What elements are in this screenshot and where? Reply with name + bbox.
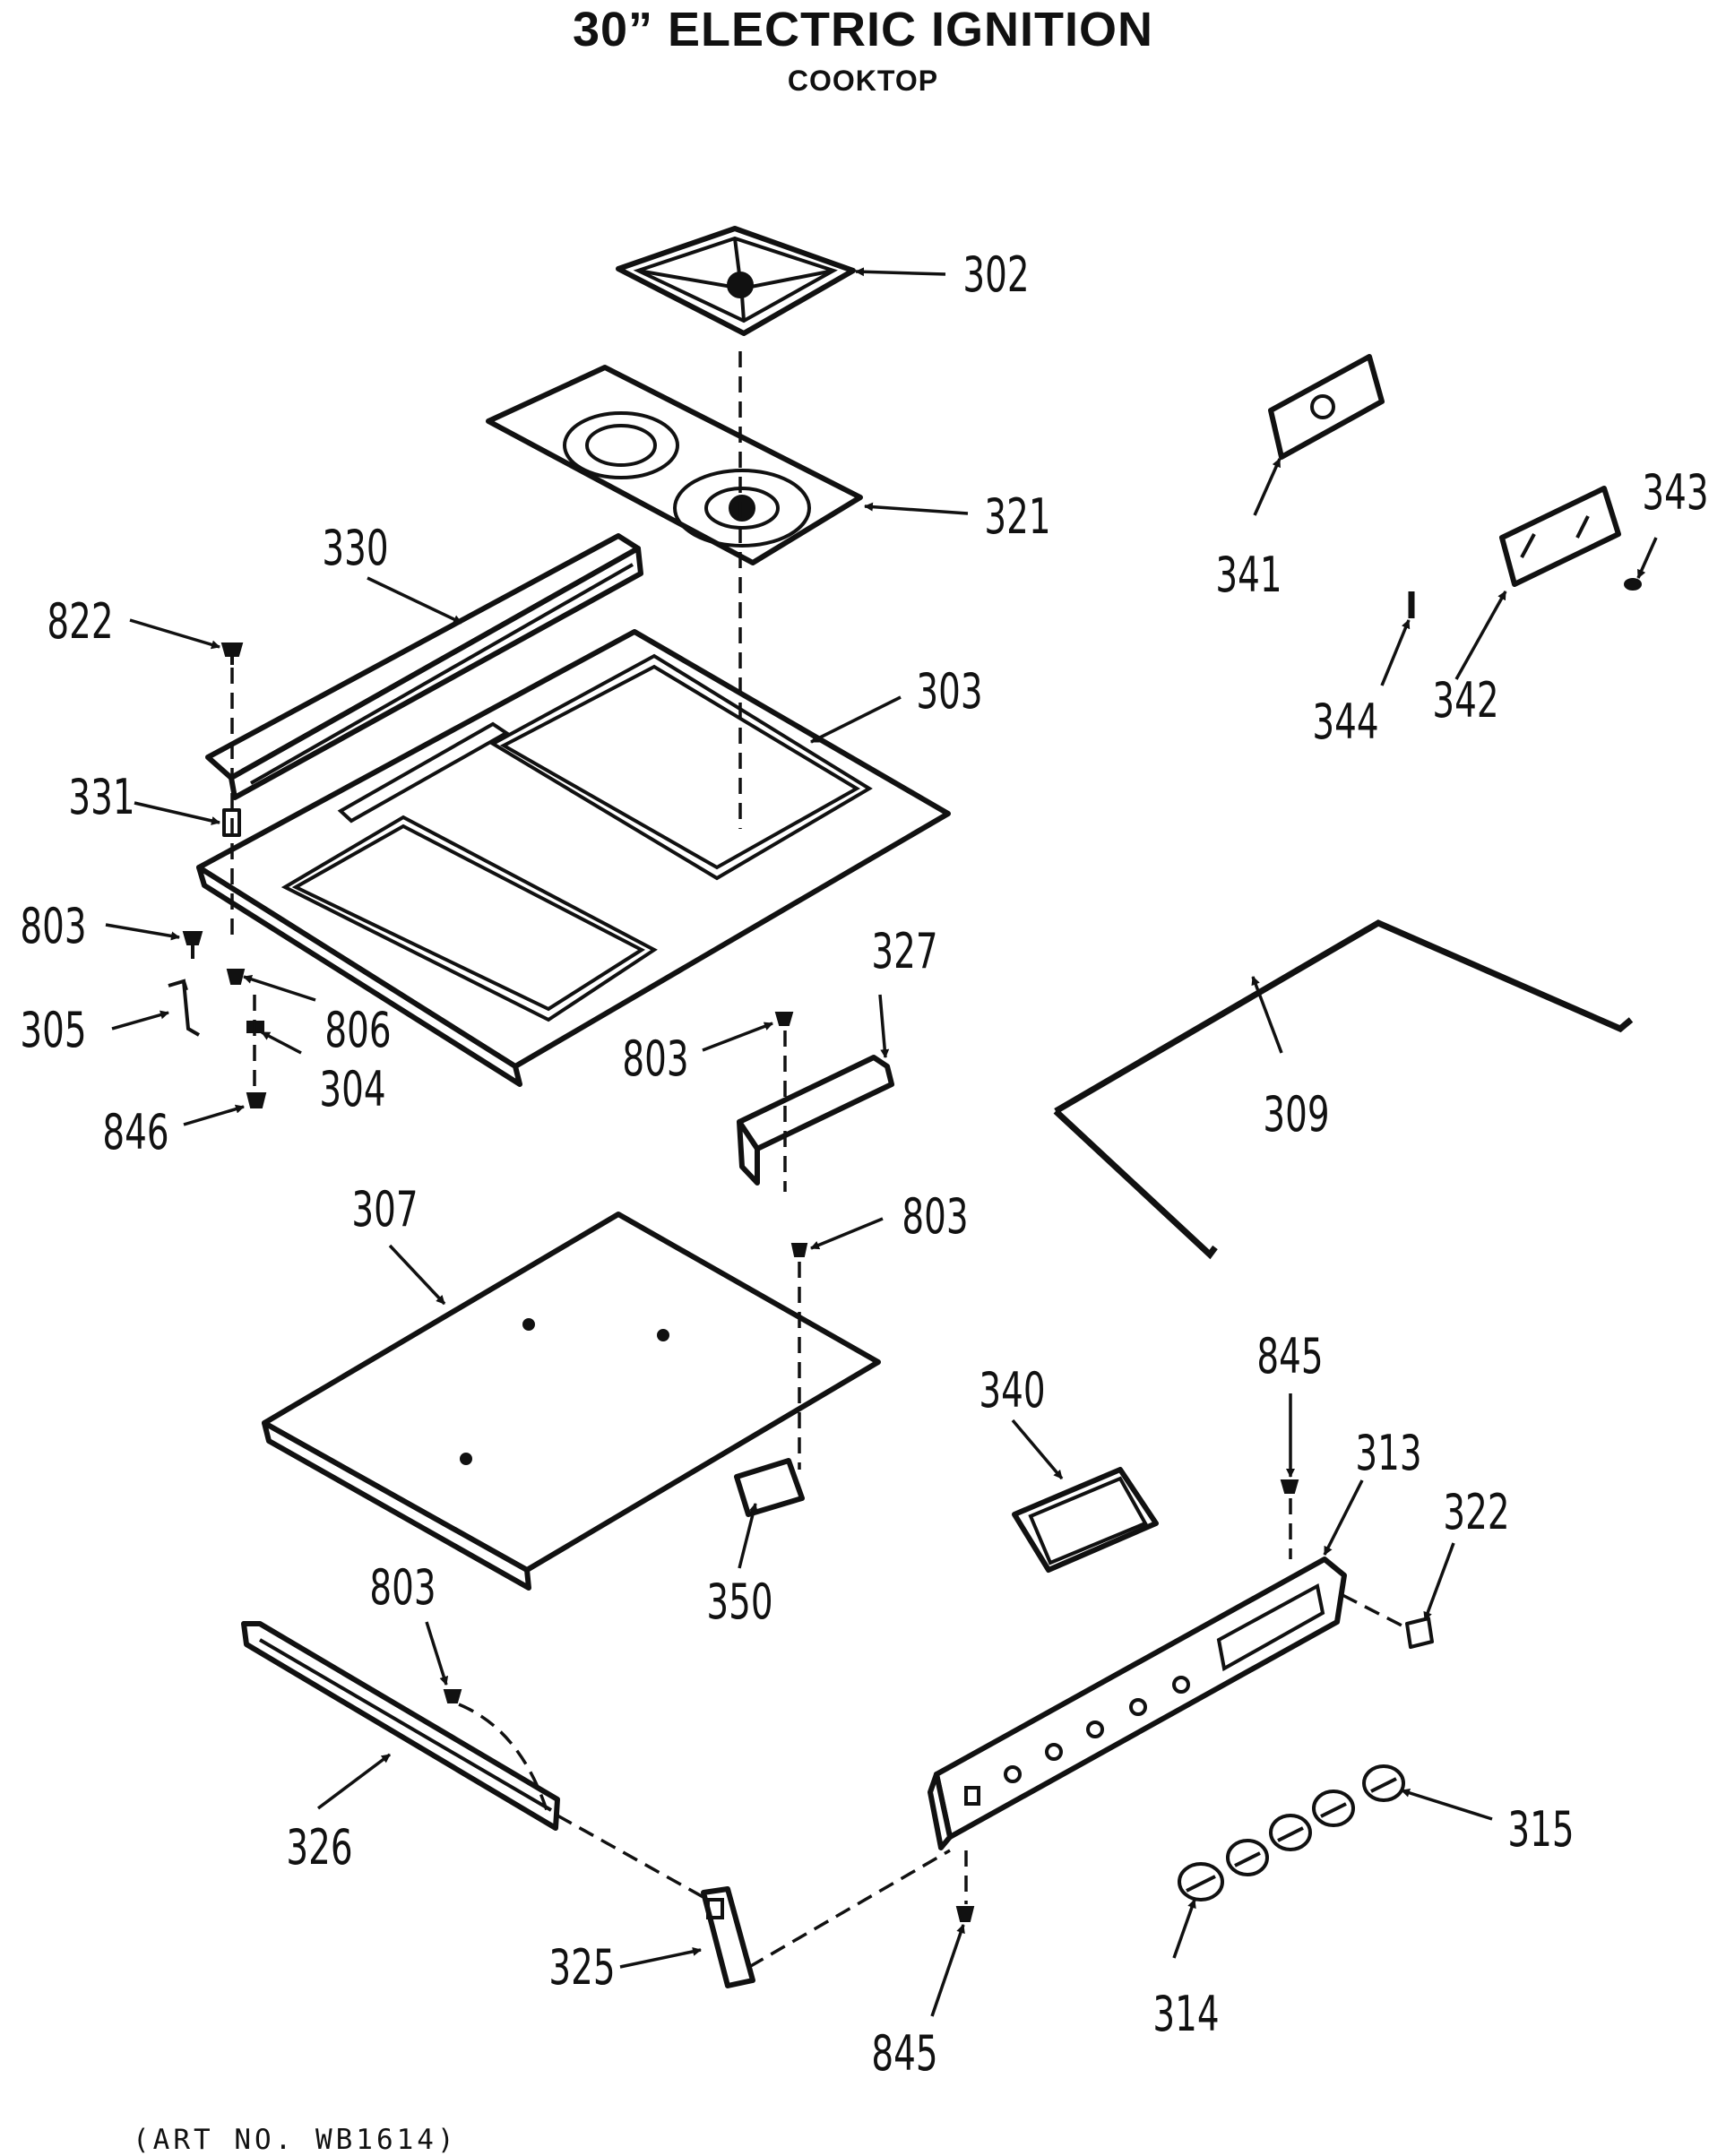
clip-part-343 xyxy=(1624,578,1642,591)
part-label-321: 321 xyxy=(984,489,1050,546)
part-label-303: 303 xyxy=(916,664,982,720)
diagram-title: 30” ELECTRIC IGNITION xyxy=(572,3,1154,56)
screw-part-803-bottom xyxy=(443,1689,462,1703)
screw-part-846 xyxy=(246,1092,267,1108)
art-number: (ART NO. WB1614) xyxy=(133,2124,458,2156)
part-label-803-c: 803 xyxy=(902,1189,968,1246)
screw-part-822 xyxy=(220,642,244,665)
part-label-313: 313 xyxy=(1355,1426,1421,1482)
switch-part-322 xyxy=(1405,1617,1434,1649)
grate-part-302 xyxy=(616,226,856,336)
part-labels: 302 321 330 822 303 331 803 806 305 304 … xyxy=(20,247,1708,2083)
screw-part-803-lower xyxy=(790,1243,808,1257)
part-label-325: 325 xyxy=(548,1940,615,1996)
screw-part-803-left xyxy=(182,931,203,959)
part-label-326: 326 xyxy=(286,1820,352,1876)
part-label-302: 302 xyxy=(962,247,1029,304)
part-label-307: 307 xyxy=(351,1182,418,1238)
part-label-803-b: 803 xyxy=(622,1031,688,1088)
screw-part-803-mid xyxy=(774,1012,794,1026)
part-label-341: 341 xyxy=(1215,548,1282,604)
cooktop-top-part-303 xyxy=(196,629,951,1087)
control-panel-part-313 xyxy=(928,1557,1347,1850)
screw-part-806 xyxy=(226,969,246,985)
part-label-327: 327 xyxy=(871,924,937,980)
leader-arrows xyxy=(105,267,1658,2017)
part-label-845-b: 845 xyxy=(871,2026,937,2083)
part-label-806: 806 xyxy=(324,1003,391,1059)
part-label-331: 331 xyxy=(68,770,134,826)
part-label-342: 342 xyxy=(1432,673,1498,729)
part-label-846: 846 xyxy=(102,1105,168,1161)
knobs-part-314-315 xyxy=(1178,1764,1405,1902)
pan-part-307 xyxy=(262,1212,881,1591)
part-label-803-d: 803 xyxy=(369,1560,436,1617)
part-label-304: 304 xyxy=(319,1062,385,1118)
part-label-822: 822 xyxy=(47,594,113,651)
glass-part-342 xyxy=(1499,486,1621,587)
wire-part-309 xyxy=(1053,919,1634,1260)
part-label-309: 309 xyxy=(1263,1087,1329,1143)
bracket-part-350 xyxy=(734,1458,805,1517)
assembly-lines xyxy=(230,351,1410,1969)
screw-part-845-bottom xyxy=(955,1906,975,1922)
bracket-part-325 xyxy=(701,1886,755,1988)
bracket-part-327 xyxy=(737,1055,894,1186)
window-part-340 xyxy=(1012,1467,1159,1573)
lens-part-341 xyxy=(1268,354,1385,460)
bracket-part-305 xyxy=(168,979,201,1037)
part-label-322: 322 xyxy=(1443,1485,1509,1541)
part-label-314: 314 xyxy=(1152,1987,1219,2043)
part-label-343: 343 xyxy=(1642,465,1708,522)
part-label-344: 344 xyxy=(1312,694,1378,751)
rail-part-326 xyxy=(241,1621,560,1831)
part-label-803-a: 803 xyxy=(20,899,86,955)
burner-pan-part-321 xyxy=(486,365,863,565)
screw-part-845-top xyxy=(1280,1479,1299,1494)
part-label-350: 350 xyxy=(706,1574,772,1631)
part-label-305: 305 xyxy=(20,1003,86,1059)
part-label-330: 330 xyxy=(322,521,388,577)
part-label-315: 315 xyxy=(1507,1802,1574,1858)
part-label-340: 340 xyxy=(979,1363,1045,1419)
diagram-subtitle: COOKTOP xyxy=(787,65,939,97)
trim-strip-part-330 xyxy=(205,533,643,800)
part-label-845-a: 845 xyxy=(1256,1329,1323,1385)
